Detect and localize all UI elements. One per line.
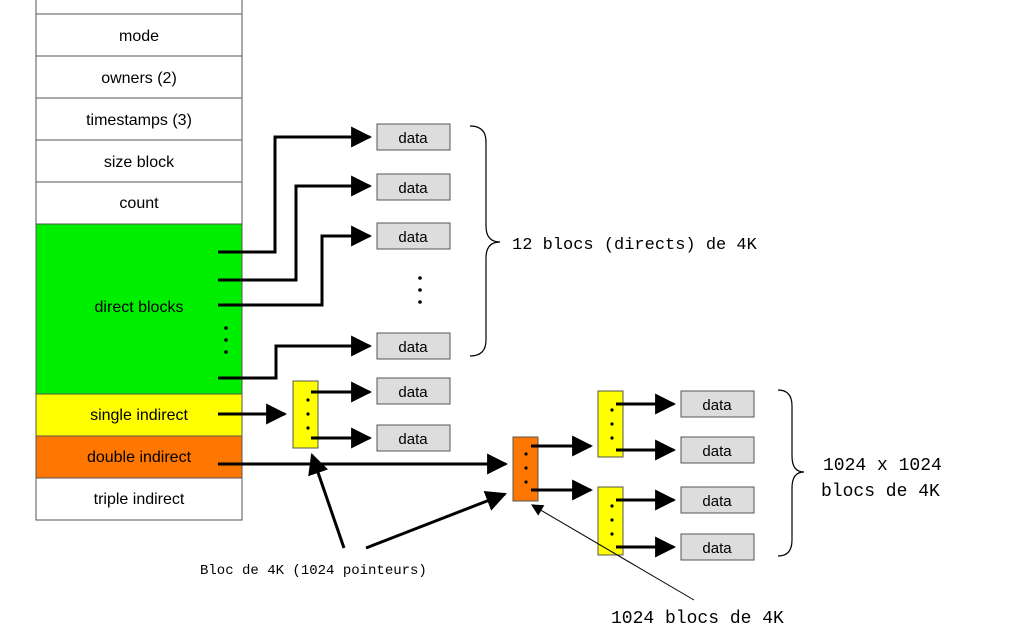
second-level-callout-arrow	[530, 504, 695, 601]
pointer-block	[597, 486, 624, 556]
owners-cell	[35, 55, 243, 99]
double-indirect-label: double indirect	[87, 449, 192, 466]
direct-blocks-label: direct blocks	[95, 299, 184, 316]
direct-arrows	[218, 126, 373, 380]
direct-arrow-2	[218, 175, 373, 282]
single-indirect-cell	[35, 393, 243, 437]
single-indirect-data-arrows	[311, 381, 373, 449]
data-label: data	[398, 229, 428, 246]
data-label: data	[398, 130, 428, 147]
data-label: data	[398, 384, 428, 401]
direct-arrow-1	[218, 126, 373, 254]
direct-blocks-cell	[35, 223, 243, 395]
direct-data-ellipsis	[418, 276, 422, 304]
data-box	[680, 486, 755, 514]
double-indirect-data-boxes: data data data data	[680, 390, 755, 561]
double-brace-label-line1: 1024 x 1024	[823, 456, 942, 476]
data-box	[376, 377, 451, 405]
data-box	[680, 533, 755, 561]
direct-arrow-3	[218, 225, 373, 307]
size-block-label: size block	[104, 154, 175, 171]
data-label: data	[702, 443, 732, 460]
count-label: count	[119, 195, 159, 212]
double-indirect-cell	[35, 435, 243, 479]
size-block-cell	[35, 139, 243, 183]
data-label: data	[702, 540, 732, 557]
double-brace	[777, 389, 805, 557]
triple-indirect-label: triple indirect	[94, 491, 185, 508]
single-indirect-label: single indirect	[90, 407, 188, 424]
second-level-label: 1024 blocs de 4K	[611, 609, 784, 629]
inode-table: mode owners (2) timestamps (3) size bloc…	[35, 0, 243, 521]
timestamps-cell	[35, 97, 243, 141]
mode-cell	[35, 13, 243, 57]
double-brace-label-line2: blocs de 4K	[821, 482, 940, 502]
direct-blocks-ellipsis	[224, 326, 228, 354]
data-box	[376, 123, 451, 151]
data-label: data	[398, 180, 428, 197]
pointer-block-label: Bloc de 4K (1024 pointeurs)	[200, 563, 427, 579]
double-second-level-block-1	[597, 390, 624, 458]
data-box	[376, 173, 451, 201]
direct-brace-label: 12 blocs (directs) de 4K	[512, 236, 758, 255]
data-box	[376, 332, 451, 360]
double-second-level-block-2	[597, 486, 624, 556]
data-label: data	[398, 431, 428, 448]
data-box	[376, 424, 451, 452]
single-indirect-data-boxes: data data	[376, 377, 451, 452]
pointer-block-callout-arrows	[308, 453, 507, 550]
data-box	[680, 436, 755, 464]
data-box	[376, 222, 451, 250]
data-label: data	[702, 397, 732, 414]
timestamps-label: timestamps (3)	[86, 112, 192, 129]
data-label: data	[702, 493, 732, 510]
direct-brace	[469, 125, 501, 357]
direct-arrow-4	[218, 335, 373, 380]
triple-indirect-cell	[35, 477, 243, 521]
double-level1-arrows	[531, 435, 594, 501]
callout-arrow-single	[308, 453, 346, 549]
owners-label: owners (2)	[101, 70, 177, 87]
direct-data-boxes: data data data data	[376, 123, 451, 360]
double-level2-arrows	[616, 393, 677, 558]
mode-label: mode	[119, 28, 159, 45]
data-label: data	[398, 339, 428, 356]
callout-arrow-double	[365, 491, 507, 550]
data-box	[680, 390, 755, 418]
